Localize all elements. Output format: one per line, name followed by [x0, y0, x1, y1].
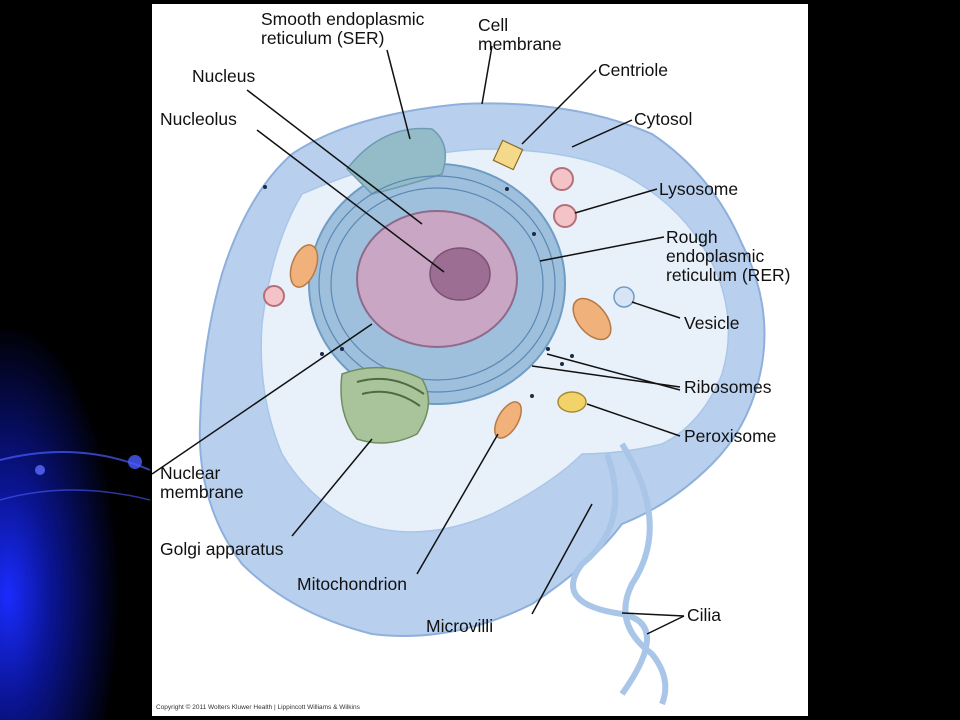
diagram-panel: Smooth endoplasmic reticulum (SER) Cell … — [152, 4, 808, 716]
nucleolus-shape — [429, 247, 491, 301]
ribosome-dots — [263, 185, 574, 398]
label-cell-membrane: Cell membrane — [478, 15, 562, 54]
label-lysosome: Lysosome — [659, 179, 739, 199]
label-cytosol: Cytosol — [634, 109, 693, 129]
lysosome-shape-3 — [263, 285, 285, 307]
cilia-shape-2 — [619, 442, 669, 706]
label-rough-er: Rough endoplasmic reticulum (RER) — [666, 227, 791, 285]
vesicle-shape — [613, 286, 635, 308]
cilia-shape-1 — [570, 452, 650, 696]
label-peroxisome: Peroxisome — [684, 426, 777, 446]
label-smooth-er: Smooth endoplasmic reticulum (SER) — [261, 9, 425, 48]
label-golgi: Golgi apparatus — [160, 539, 284, 559]
mitochondrion-shape-2 — [572, 297, 612, 341]
centriole-shape — [492, 139, 524, 171]
copyright-notice: Copyright © 2011 Wolters Kluwer Health |… — [156, 704, 360, 711]
smooth-er-shape — [346, 127, 447, 195]
cell-diagram — [152, 45, 766, 706]
golgi-shape — [340, 366, 430, 444]
peroxisome-shape — [557, 391, 587, 413]
label-nucleus: Nucleus — [192, 66, 256, 86]
lysosome-shape-1 — [550, 167, 574, 191]
label-cilia: Cilia — [687, 605, 722, 625]
label-ribosomes: Ribosomes — [684, 377, 772, 397]
mitochondrion-shape-1 — [289, 244, 319, 288]
label-vesicle: Vesicle — [684, 313, 740, 333]
leader-lines — [152, 45, 685, 635]
lysosome-shape-2 — [553, 204, 577, 228]
label-centriole: Centriole — [598, 60, 669, 80]
mitochondrion-shape-3 — [494, 401, 522, 439]
label-nuclear-membrane: Nuclear membrane — [160, 463, 244, 502]
label-microvilli: Microvilli — [426, 616, 494, 636]
label-mitochondrion: Mitochondrion — [297, 574, 407, 594]
label-nucleolus: Nucleolus — [160, 109, 237, 129]
